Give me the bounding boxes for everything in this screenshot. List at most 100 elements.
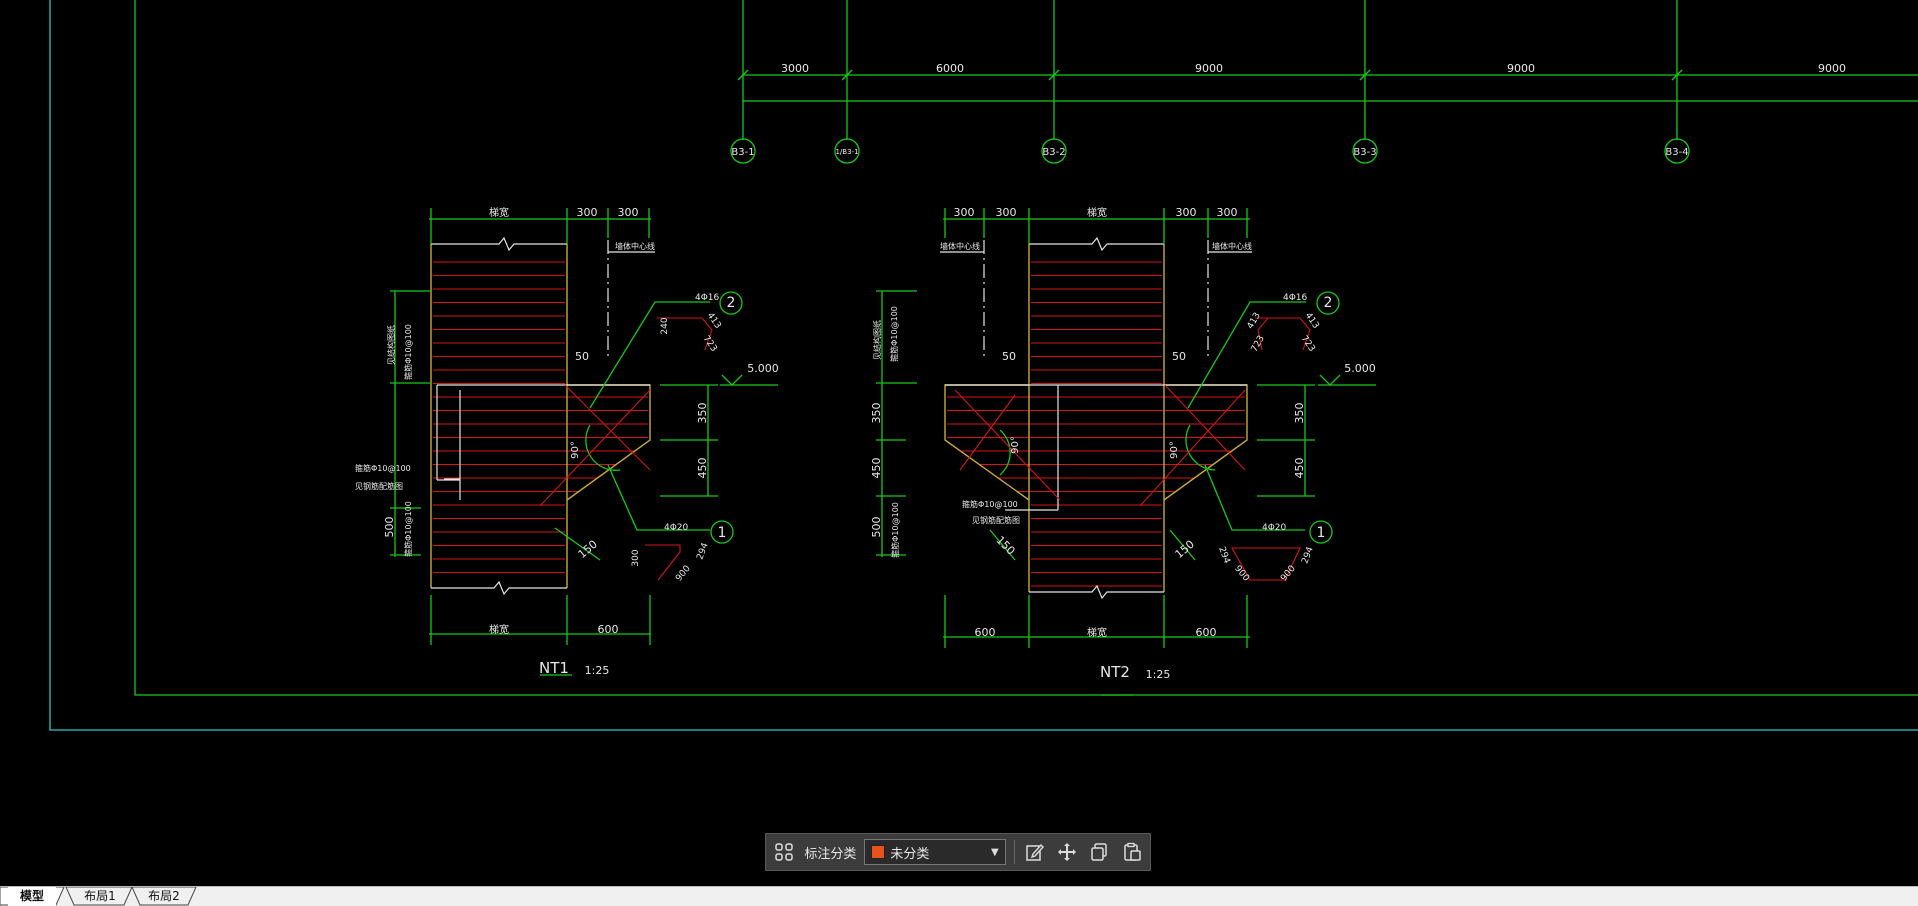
nt1-scale: 1:25	[585, 664, 610, 677]
axis-label: 1/B3-1	[835, 148, 858, 156]
svg-text:300: 300	[1176, 206, 1197, 219]
chevron-down-icon: ▼	[990, 846, 999, 858]
bar2-marker: 2	[1324, 295, 1333, 311]
svg-text:梯宽: 梯宽	[1087, 626, 1107, 639]
svg-text:梯宽: 梯宽	[489, 623, 509, 636]
svg-text:见钢筋配筋图: 见钢筋配筋图	[972, 515, 1020, 525]
svg-text:723: 723	[1250, 334, 1267, 354]
svg-text:梯宽: 梯宽	[489, 206, 509, 219]
svg-text:500: 500	[870, 517, 883, 538]
bar2-marker: 2	[727, 295, 736, 311]
axis-dim: 3000	[781, 62, 809, 75]
tab-layout1[interactable]: 布局1	[84, 889, 116, 903]
layout-tab-bar: 模型 布局1 布局2	[0, 886, 1918, 906]
svg-text:300: 300	[577, 206, 598, 219]
grid-icon[interactable]	[772, 839, 796, 865]
axis-label: B3-2	[1042, 147, 1065, 158]
annotation-category-select[interactable]: 未分类 ▼	[864, 839, 1006, 865]
annotation-toolbar: 标注分类 未分类 ▼	[765, 833, 1151, 871]
svg-text:见结构图纸: 见结构图纸	[386, 325, 396, 365]
detail-nt1[interactable]	[390, 208, 778, 676]
svg-text:150: 150	[993, 534, 1017, 558]
axis-dim: 6000	[936, 62, 964, 75]
svg-text:90°: 90°	[1169, 441, 1180, 459]
svg-text:450: 450	[696, 458, 709, 479]
svg-text:600: 600	[1196, 626, 1217, 639]
svg-text:294: 294	[1216, 546, 1231, 566]
svg-text:50: 50	[1172, 350, 1186, 363]
svg-text:500: 500	[383, 517, 396, 538]
svg-text:4Φ16: 4Φ16	[1283, 293, 1308, 303]
svg-text:413: 413	[1303, 311, 1321, 331]
svg-text:50: 50	[1002, 350, 1016, 363]
svg-text:50: 50	[575, 350, 589, 363]
svg-text:5.000: 5.000	[747, 362, 779, 375]
svg-text:723: 723	[1299, 334, 1317, 354]
svg-text:箍筋Φ10@100: 箍筋Φ10@100	[889, 306, 899, 362]
svg-text:300: 300	[631, 549, 641, 566]
axis-dim: 9000	[1507, 62, 1535, 75]
svg-text:300: 300	[1217, 206, 1238, 219]
nt2-texts: 300 300 梯宽 300 300 600 梯宽 600 5.000 350 …	[870, 206, 1376, 681]
svg-text:300: 300	[618, 206, 639, 219]
edit-icon[interactable]	[1023, 839, 1047, 865]
svg-text:294: 294	[1300, 545, 1315, 565]
svg-text:240: 240	[660, 317, 670, 334]
svg-text:300: 300	[954, 206, 975, 219]
axis-label: B3-3	[1353, 147, 1376, 158]
svg-text:箍筋Φ10@100: 箍筋Φ10@100	[403, 501, 413, 557]
svg-text:600: 600	[598, 623, 619, 636]
svg-text:4Φ20: 4Φ20	[664, 523, 689, 533]
svg-text:900: 900	[1232, 564, 1251, 584]
tab-layout2[interactable]: 布局2	[148, 889, 180, 903]
svg-text:5.000: 5.000	[1344, 362, 1376, 375]
svg-text:350: 350	[1293, 403, 1306, 424]
nt2-rebar-hatch	[947, 261, 1245, 587]
svg-text:见钢筋配筋图: 见钢筋配筋图	[355, 481, 403, 491]
cad-drawing-canvas[interactable]: 3000 6000 9000 9000 9000 B3-1 1/B3-1 B3-…	[0, 0, 1918, 886]
svg-text:4Φ20: 4Φ20	[1262, 523, 1287, 533]
detail-nt2[interactable]	[876, 208, 1376, 696]
annotation-category-label: 标注分类	[804, 846, 857, 862]
axis-dim: 9000	[1195, 62, 1223, 75]
tab-model[interactable]: 模型	[8, 887, 56, 906]
svg-text:90°: 90°	[1010, 436, 1021, 454]
drawing-frame	[49, 0, 1918, 731]
axis-label: B3-4	[1665, 147, 1688, 158]
toolbar-divider	[1013, 840, 1015, 864]
svg-text:723: 723	[701, 334, 719, 354]
svg-text:箍筋Φ10@100: 箍筋Φ10@100	[355, 463, 411, 473]
bar1-marker: 1	[1317, 525, 1326, 541]
svg-text:350: 350	[696, 403, 709, 424]
copy-icon[interactable]	[1087, 839, 1111, 865]
axis-bubble-labels: B3-1 1/B3-1 B3-2 B3-3 B3-4	[731, 147, 1688, 158]
svg-text:413: 413	[705, 311, 723, 331]
svg-text:梯宽: 梯宽	[1087, 206, 1107, 219]
nt1-rebar-hatch	[433, 261, 648, 574]
svg-text:箍筋Φ10@100: 箍筋Φ10@100	[890, 502, 900, 558]
svg-text:墙体中心线: 墙体中心线	[940, 241, 980, 251]
axis-dim: 9000	[1818, 62, 1846, 75]
svg-text:450: 450	[870, 458, 883, 479]
svg-text:300: 300	[996, 206, 1017, 219]
move-icon[interactable]	[1055, 839, 1079, 865]
nt1-texts: 梯宽 300 300 梯宽 600 5.000 350 450 500 50 1…	[355, 206, 779, 677]
svg-text:450: 450	[1293, 458, 1306, 479]
nt2-scale: 1:25	[1146, 668, 1171, 681]
svg-text:90°: 90°	[570, 441, 581, 459]
svg-text:600: 600	[975, 626, 996, 639]
svg-text:900: 900	[1279, 564, 1298, 584]
axis-label: B3-1	[731, 147, 754, 158]
nt2-title: NT2	[1100, 663, 1130, 681]
axis-ticks	[737, 69, 1683, 81]
svg-text:箍筋Φ10@100: 箍筋Φ10@100	[403, 324, 413, 380]
nt1-title: NT1	[539, 659, 569, 677]
svg-text:294: 294	[695, 541, 710, 561]
svg-text:见结构图纸: 见结构图纸	[872, 320, 882, 360]
svg-text:箍筋Φ10@100: 箍筋Φ10@100	[962, 499, 1018, 509]
svg-text:4Φ16: 4Φ16	[695, 293, 720, 303]
axis-grid	[730, 0, 1918, 164]
category-value: 未分类	[890, 846, 930, 862]
paste-icon[interactable]	[1120, 839, 1144, 865]
svg-text:900: 900	[674, 564, 693, 584]
